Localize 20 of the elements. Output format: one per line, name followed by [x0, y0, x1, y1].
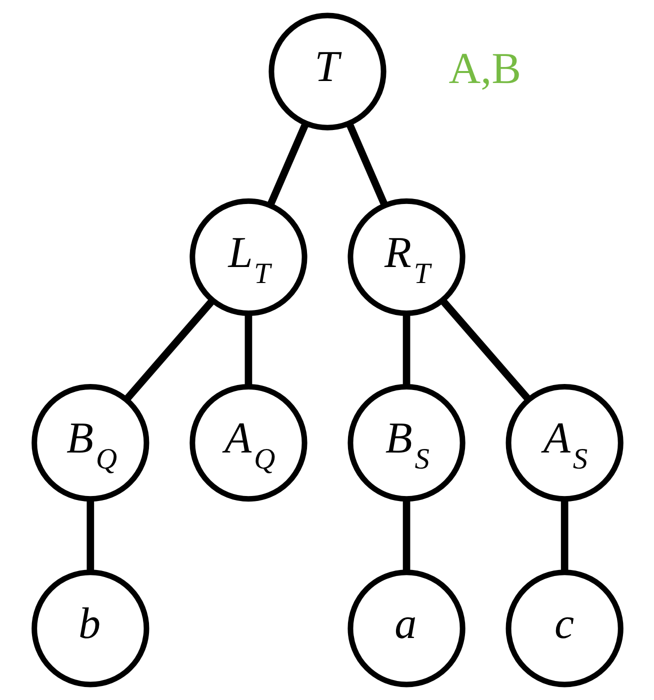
connector [244, 314, 252, 386]
connector [345, 122, 388, 207]
node-circle: A$_{Q}$ [189, 384, 307, 502]
node-circle: b [31, 570, 149, 688]
node-circle: A$_{S}$ [505, 384, 623, 502]
connector [123, 298, 215, 402]
node-circle: T [268, 12, 386, 130]
connector [439, 298, 531, 402]
connector [560, 499, 568, 572]
node-circle: B$_{S}$ [347, 384, 465, 502]
connector [266, 122, 309, 207]
node-circle: a [347, 570, 465, 688]
node-circle: B$_{Q}$ [31, 384, 149, 502]
label: A,B [448, 44, 521, 93]
connector [402, 499, 410, 572]
node-circle: L$_{T}$ [189, 198, 307, 316]
connector [86, 499, 94, 572]
node-circle: R$_{T}$ [347, 198, 465, 316]
node-circle: c [505, 570, 623, 688]
connector [402, 314, 410, 386]
